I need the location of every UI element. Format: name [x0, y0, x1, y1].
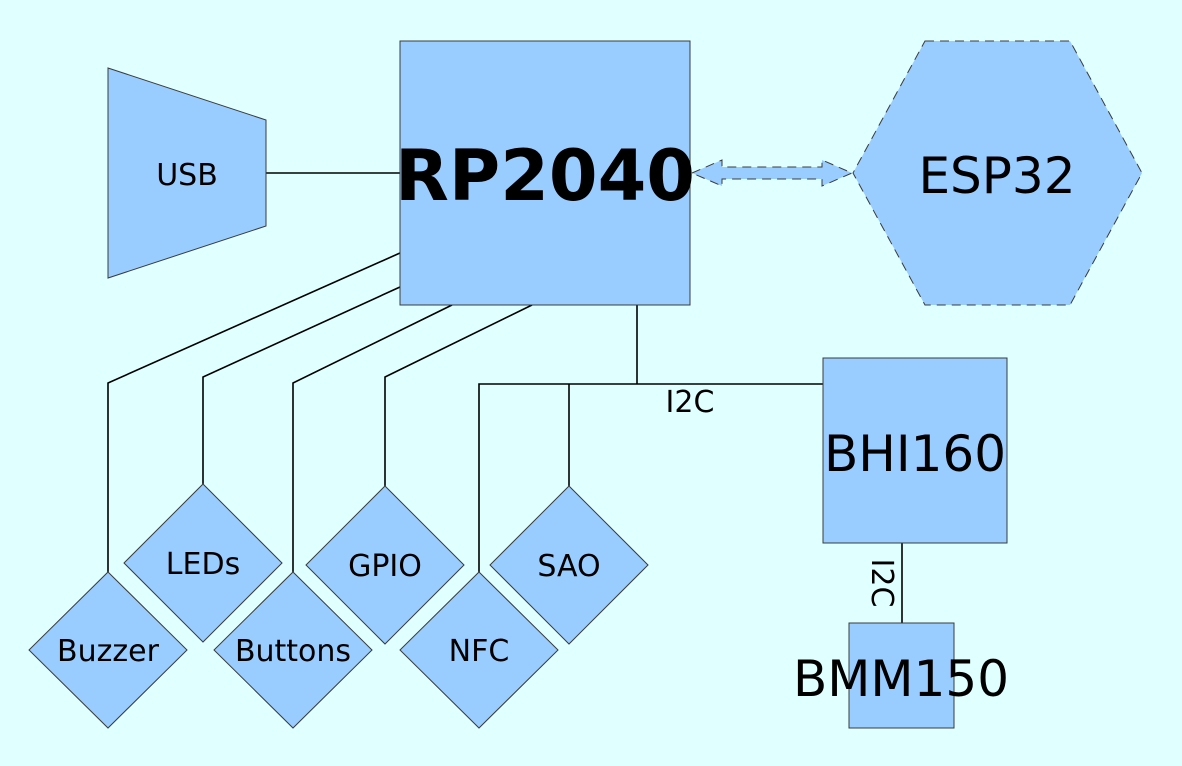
- usb-label: USB: [156, 158, 218, 193]
- gpio-label: GPIO: [348, 549, 422, 584]
- bhi160-block: BHI160: [822, 357, 1008, 544]
- buttons-diamond: Buttons: [213, 571, 373, 729]
- sensor-i2c-label: I2C: [864, 559, 899, 608]
- rp2040-block: RP2040: [395, 40, 695, 306]
- nfc-diamond: NFC: [399, 571, 559, 729]
- buttons-link: [292, 304, 453, 572]
- rp2040-esp32-arrow: [690, 159, 854, 187]
- i2c-bus: [478, 383, 823, 572]
- buttons-label: Buttons: [235, 634, 351, 669]
- sao-diamond: SAO: [489, 485, 649, 645]
- i2c-bus-label: I2C: [666, 385, 715, 420]
- esp32-block: ESP32: [852, 40, 1143, 306]
- usb-block: USB: [107, 67, 267, 279]
- leds-diamond: LEDs: [123, 483, 283, 643]
- rp2040-label: RP2040: [395, 135, 695, 217]
- gpio-link: [384, 304, 533, 486]
- buzzer-link: [107, 252, 401, 572]
- leds-link: [202, 286, 401, 484]
- bmm150-block: BMM150: [793, 622, 1009, 729]
- buzzer-diamond: Buzzer: [28, 571, 188, 729]
- leds-label: LEDs: [166, 547, 240, 582]
- bhi160-label: BHI160: [824, 425, 1006, 483]
- gpio-diamond: GPIO: [305, 485, 465, 645]
- bmm150-label: BMM150: [793, 650, 1009, 708]
- connections: [107, 172, 903, 623]
- sao-label: SAO: [537, 549, 600, 584]
- esp32-label: ESP32: [918, 147, 1075, 205]
- nfc-label: NFC: [449, 634, 510, 669]
- buzzer-label: Buzzer: [57, 634, 160, 669]
